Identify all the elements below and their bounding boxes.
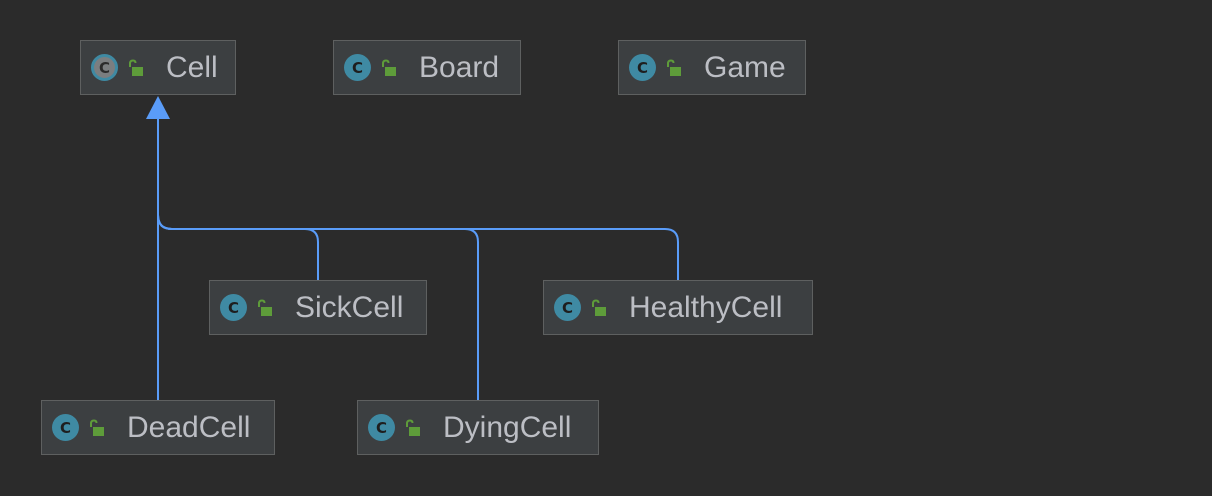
class-node-sickcell[interactable]: C SickCell <box>209 280 427 335</box>
class-label: Cell <box>166 50 218 84</box>
class-node-board[interactable]: C Board <box>333 40 521 95</box>
class-label: Board <box>419 50 500 84</box>
public-lock-icon <box>90 418 104 436</box>
public-lock-icon <box>592 298 606 316</box>
class-icon: C <box>52 414 79 441</box>
class-icon: C <box>344 54 371 81</box>
public-lock-icon <box>667 58 681 76</box>
class-node-dyingcell[interactable]: C DyingCell <box>357 400 599 455</box>
class-icon: C <box>368 414 395 441</box>
edge-healthycell-to-cell <box>157 118 679 280</box>
class-label: DyingCell <box>443 410 572 444</box>
edge-sickcell-to-cell <box>157 118 319 280</box>
class-node-deadcell[interactable]: C DeadCell <box>41 400 275 455</box>
inheritance-arrowhead <box>146 96 170 119</box>
abstract-class-icon: C <box>91 54 118 81</box>
class-label: HealthyCell <box>629 290 783 324</box>
class-node-healthycell[interactable]: C HealthyCell <box>543 280 813 335</box>
public-lock-icon <box>382 58 396 76</box>
class-icon: C <box>220 294 247 321</box>
class-icon: C <box>554 294 581 321</box>
class-node-cell[interactable]: C Cell <box>80 40 236 95</box>
public-lock-icon <box>129 58 143 76</box>
public-lock-icon <box>258 298 272 316</box>
class-icon: C <box>629 54 656 81</box>
class-label: DeadCell <box>127 410 251 444</box>
class-node-game[interactable]: C Game <box>618 40 806 95</box>
class-label: SickCell <box>295 290 404 324</box>
class-label: Game <box>704 50 786 84</box>
public-lock-icon <box>406 418 420 436</box>
